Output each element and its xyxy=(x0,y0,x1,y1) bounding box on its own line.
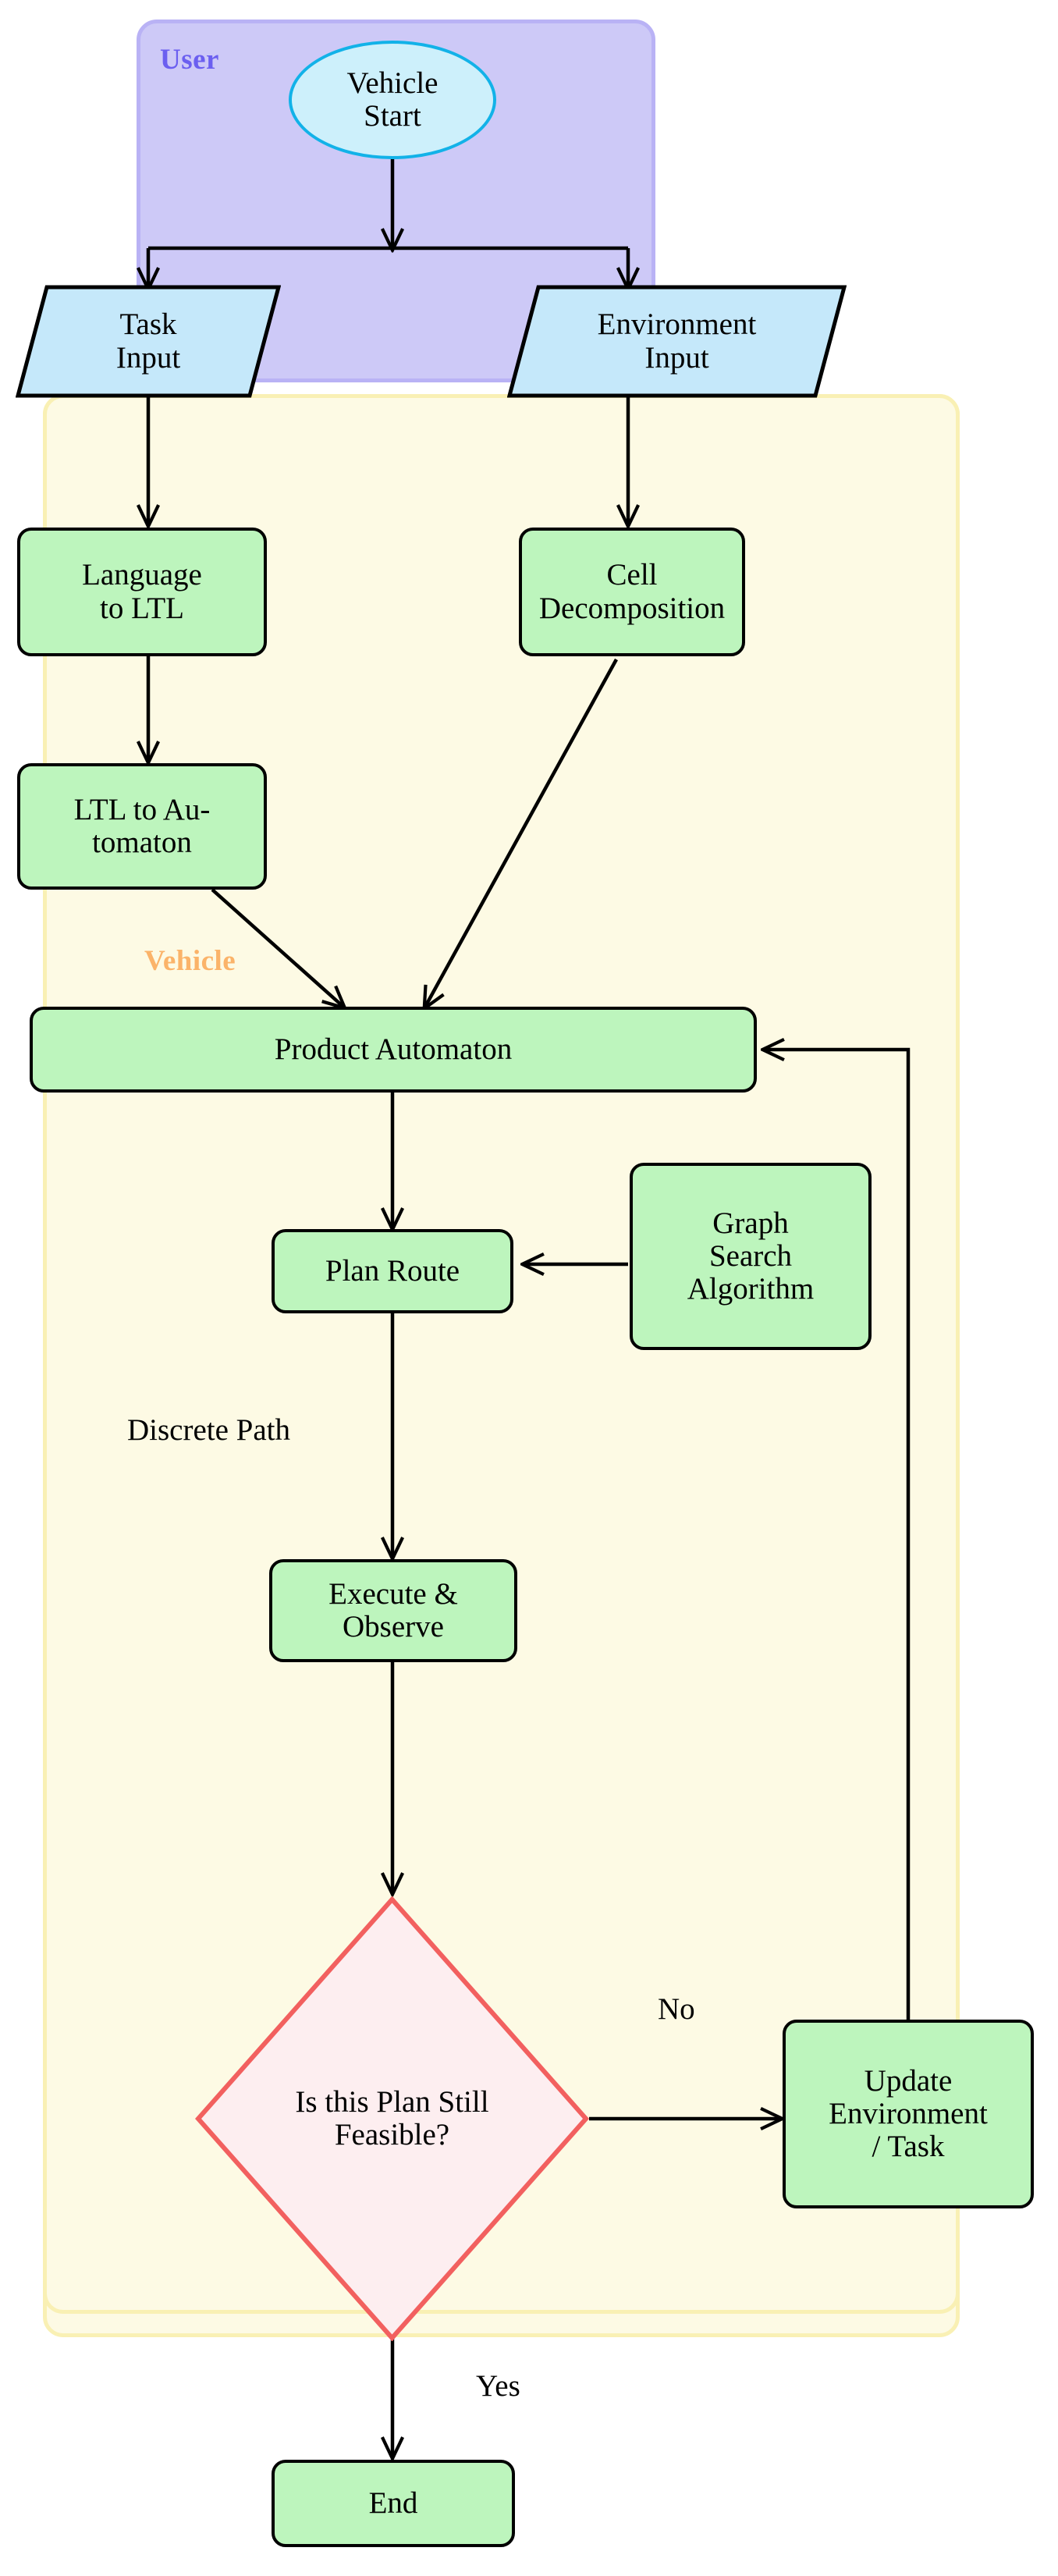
node-vehicle-start-label: Vehicle Start xyxy=(346,66,438,133)
node-is-plan-feasible-label: Is this Plan Still Feasible? xyxy=(295,2084,489,2151)
node-update-environment-task-label: Update Environment / Task xyxy=(829,2063,988,2164)
parallelogram-shape-environment-input xyxy=(507,285,847,398)
node-cell-decomposition-label: Cell Decomposition xyxy=(538,558,726,625)
node-update-environment-task[interactable]: Update Environment / Task xyxy=(783,2020,1034,2208)
parallelogram-shape-task-input xyxy=(16,285,281,398)
node-task-input[interactable]: Task Input xyxy=(16,285,281,398)
node-vehicle-start[interactable]: Vehicle Start xyxy=(289,41,496,159)
node-ltl-to-automaton-label: LTL to Au- tomaton xyxy=(73,792,211,859)
group-label-user: User xyxy=(160,44,219,76)
node-product-automaton-label: Product Automaton xyxy=(274,1032,513,1066)
node-execute-observe[interactable]: Execute & Observe xyxy=(269,1559,517,1662)
node-environment-input[interactable]: Environment Input xyxy=(507,285,847,398)
node-plan-route-label: Plan Route xyxy=(325,1253,460,1288)
node-task-input-label: Task Input xyxy=(115,307,181,375)
node-graph-search-algorithm-label: Graph Search Algorithm xyxy=(687,1206,815,1306)
node-cell-decomposition[interactable]: Cell Decomposition xyxy=(519,528,745,656)
edge-label-yes: Yes xyxy=(476,2369,520,2403)
node-plan-route[interactable]: Plan Route xyxy=(272,1229,513,1313)
node-end-label: End xyxy=(368,2485,418,2520)
node-language-to-ltl[interactable]: Language to LTL xyxy=(17,528,267,656)
node-language-to-ltl-label: Language to LTL xyxy=(82,558,202,625)
edge-label-no: No xyxy=(658,1992,695,2026)
edge-label-discrete-path: Discrete Path xyxy=(127,1413,291,1447)
node-is-plan-feasible[interactable]: Is this Plan Still Feasible? xyxy=(195,1896,589,2341)
node-graph-search-algorithm[interactable]: Graph Search Algorithm xyxy=(630,1163,872,1350)
node-execute-observe-label: Execute & Observe xyxy=(328,1576,458,1643)
group-label-vehicle: Vehicle xyxy=(144,945,236,977)
node-environment-input-label: Environment Input xyxy=(597,307,757,375)
node-product-automaton[interactable]: Product Automaton xyxy=(30,1007,757,1093)
node-ltl-to-automaton[interactable]: LTL to Au- tomaton xyxy=(17,763,267,890)
node-end[interactable]: End xyxy=(272,2460,515,2547)
